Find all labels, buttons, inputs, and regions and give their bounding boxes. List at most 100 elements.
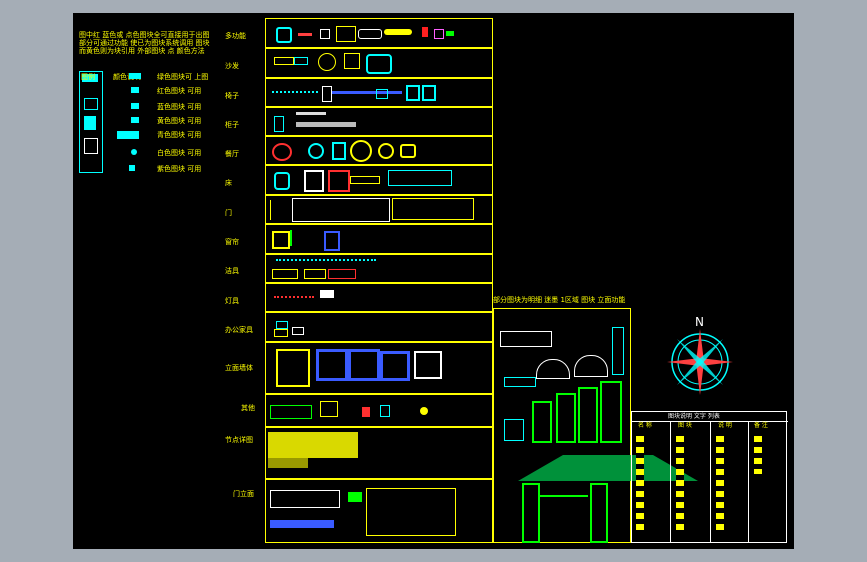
cad-drawing-canvas[interactable]: 图中红 蓝色或 点色图块全可直接用于出图 部分可通过功能 使已为图块系统调用 图… bbox=[73, 13, 794, 549]
column-symbol[interactable] bbox=[556, 393, 576, 443]
block-symbol[interactable] bbox=[296, 122, 356, 127]
block-symbol[interactable] bbox=[392, 198, 474, 220]
column-symbol[interactable] bbox=[532, 401, 552, 443]
block-symbol[interactable] bbox=[276, 349, 310, 387]
gate-pediment[interactable] bbox=[518, 455, 698, 481]
block-row-detail[interactable] bbox=[265, 427, 493, 479]
block-row-sofa[interactable] bbox=[265, 48, 493, 78]
block-symbol[interactable] bbox=[274, 57, 294, 65]
block-symbol[interactable] bbox=[274, 172, 290, 190]
block-row-office[interactable] bbox=[265, 312, 493, 342]
block-row-multifunction[interactable] bbox=[265, 18, 493, 48]
block-symbol[interactable] bbox=[268, 432, 358, 458]
block-symbol[interactable] bbox=[316, 349, 348, 381]
block-symbol[interactable] bbox=[350, 176, 380, 184]
block-symbol[interactable] bbox=[384, 29, 412, 35]
block-symbol[interactable] bbox=[304, 170, 324, 192]
block-symbol[interactable] bbox=[304, 269, 326, 279]
block-symbol[interactable] bbox=[332, 142, 346, 160]
block-symbol[interactable] bbox=[294, 57, 308, 65]
block-symbol[interactable] bbox=[270, 520, 334, 528]
block-symbol[interactable] bbox=[320, 290, 334, 298]
block-symbol[interactable] bbox=[272, 269, 298, 279]
block-symbol[interactable] bbox=[320, 29, 330, 39]
block-row-door-elevation[interactable] bbox=[265, 479, 493, 543]
block-symbol[interactable] bbox=[422, 27, 428, 37]
block-symbol[interactable] bbox=[504, 419, 524, 441]
gate-column[interactable] bbox=[522, 483, 540, 543]
block-symbol[interactable] bbox=[422, 85, 436, 101]
block-row-chair[interactable] bbox=[265, 78, 493, 107]
gate-lintel[interactable] bbox=[538, 495, 588, 497]
block-row-other[interactable] bbox=[265, 394, 493, 427]
block-symbol[interactable] bbox=[612, 327, 624, 375]
block-symbol[interactable] bbox=[324, 231, 340, 251]
block-symbol[interactable] bbox=[350, 140, 372, 162]
block-symbol[interactable] bbox=[348, 349, 380, 381]
block-symbol[interactable] bbox=[406, 85, 420, 101]
block-symbol[interactable] bbox=[362, 407, 370, 417]
block-symbol[interactable] bbox=[358, 29, 382, 39]
block-symbol[interactable] bbox=[504, 377, 536, 387]
block-symbol[interactable] bbox=[298, 33, 312, 36]
block-symbol[interactable] bbox=[270, 200, 289, 220]
block-symbol[interactable] bbox=[378, 143, 394, 159]
block-symbol[interactable] bbox=[292, 198, 390, 222]
block-symbol[interactable] bbox=[320, 401, 338, 417]
block-symbol[interactable] bbox=[414, 351, 442, 379]
block-symbol[interactable] bbox=[276, 27, 292, 43]
block-symbol[interactable] bbox=[366, 54, 392, 74]
block-symbol[interactable] bbox=[328, 170, 350, 192]
block-symbol[interactable] bbox=[376, 89, 388, 99]
block-symbol[interactable] bbox=[308, 143, 324, 159]
block-row-wall-elevation[interactable] bbox=[265, 342, 493, 394]
block-symbol[interactable] bbox=[274, 296, 314, 302]
block-symbol[interactable] bbox=[290, 230, 300, 246]
gate-column[interactable] bbox=[590, 483, 608, 543]
block-symbol[interactable] bbox=[420, 407, 428, 415]
legend-table[interactable]: 图块说明 文字 列表 名 称 图 块 说 明 备 注 bbox=[631, 411, 788, 543]
block-symbol[interactable] bbox=[332, 91, 402, 94]
block-symbol[interactable] bbox=[272, 231, 290, 249]
block-symbol[interactable] bbox=[380, 351, 410, 381]
block-symbol[interactable] bbox=[348, 492, 362, 502]
block-symbol[interactable] bbox=[268, 458, 308, 468]
block-row-lighting[interactable] bbox=[265, 283, 493, 312]
table-col-header: 说 明 bbox=[718, 422, 732, 429]
block-symbol[interactable] bbox=[272, 91, 318, 97]
block-symbol[interactable] bbox=[270, 490, 340, 508]
block-row-dining[interactable] bbox=[265, 136, 493, 165]
block-row-cabinet[interactable] bbox=[265, 107, 493, 136]
column-symbol[interactable] bbox=[600, 381, 622, 443]
column-symbol[interactable] bbox=[578, 387, 598, 443]
legend-icon bbox=[129, 165, 135, 171]
block-symbol[interactable] bbox=[318, 53, 336, 71]
ornament-panel[interactable] bbox=[493, 308, 698, 543]
block-row-bed[interactable] bbox=[265, 165, 493, 195]
block-symbol[interactable] bbox=[276, 259, 376, 265]
block-symbol[interactable] bbox=[272, 143, 292, 161]
block-row-curtain[interactable] bbox=[265, 224, 493, 254]
block-symbol[interactable] bbox=[274, 116, 284, 132]
block-symbol[interactable] bbox=[276, 321, 288, 329]
block-symbol[interactable] bbox=[366, 488, 456, 536]
block-symbol[interactable] bbox=[400, 144, 416, 158]
block-symbol[interactable] bbox=[270, 405, 312, 419]
block-symbol[interactable] bbox=[296, 112, 326, 115]
block-symbol[interactable] bbox=[336, 26, 356, 42]
block-symbol[interactable] bbox=[322, 86, 332, 102]
block-row-door[interactable] bbox=[265, 195, 493, 224]
block-symbol[interactable] bbox=[274, 329, 288, 337]
block-symbol[interactable] bbox=[500, 331, 552, 347]
block-row-sanitary[interactable] bbox=[265, 254, 493, 283]
block-symbol[interactable] bbox=[446, 31, 454, 36]
block-symbol[interactable] bbox=[344, 53, 360, 69]
block-symbol[interactable] bbox=[536, 359, 570, 379]
block-symbol[interactable] bbox=[434, 29, 444, 39]
block-symbol[interactable] bbox=[388, 170, 452, 186]
block-symbol[interactable] bbox=[328, 269, 356, 279]
legend-swatch bbox=[84, 138, 98, 154]
block-symbol[interactable] bbox=[292, 327, 304, 335]
block-symbol[interactable] bbox=[574, 355, 608, 377]
block-symbol[interactable] bbox=[380, 405, 390, 417]
